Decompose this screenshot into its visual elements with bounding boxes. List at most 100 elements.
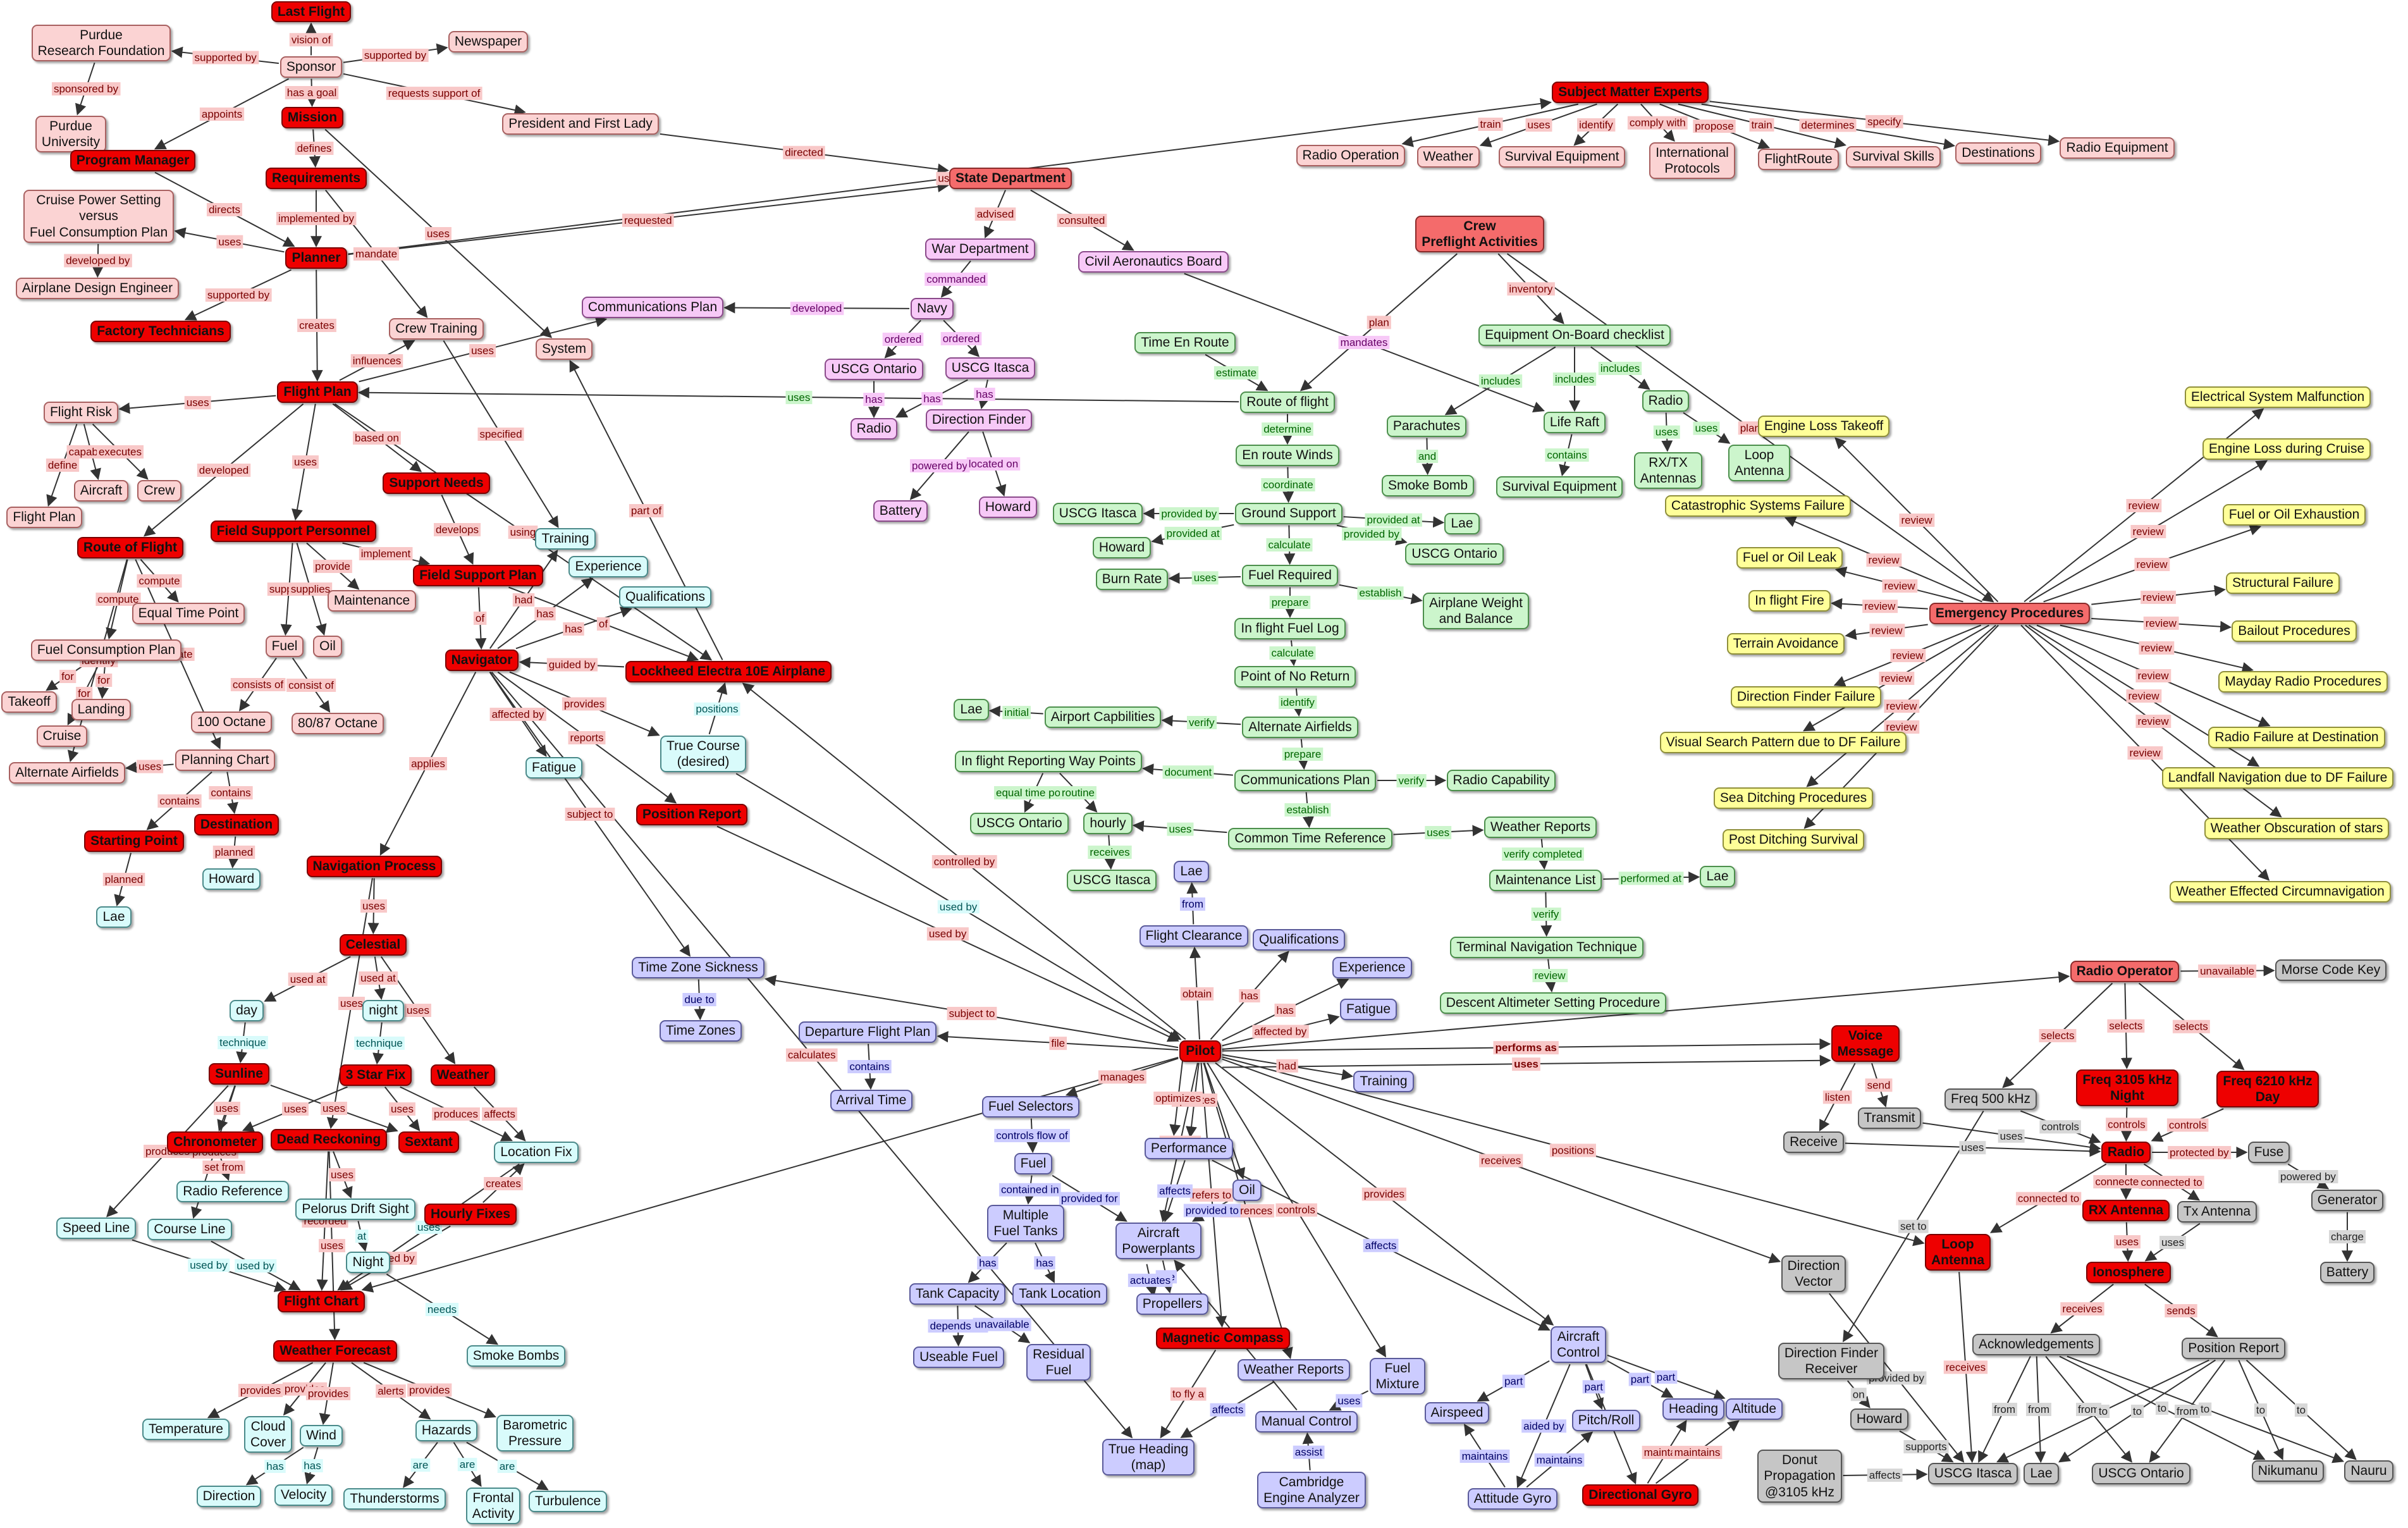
concept-node-lastflight[interactable]: Last Flight bbox=[271, 1, 352, 23]
concept-node-smokebombs2[interactable]: Smoke Bombs bbox=[466, 1345, 566, 1367]
concept-node-barometric[interactable]: Barometric Pressure bbox=[496, 1414, 574, 1452]
concept-node-navy[interactable]: Navy bbox=[911, 298, 954, 319]
concept-node-fueloilexh[interactable]: Fuel or Oil Exhaustion bbox=[2222, 504, 2366, 526]
concept-node-purdue_u[interactable]: Purdue University bbox=[35, 115, 107, 153]
concept-node-lae_l1[interactable]: Lae bbox=[1174, 861, 1209, 882]
concept-node-experience1[interactable]: Experience bbox=[568, 556, 648, 577]
concept-node-flightplan2[interactable]: Flight Plan bbox=[6, 507, 82, 528]
concept-node-depflight[interactable]: Departure Flight Plan bbox=[798, 1021, 937, 1043]
concept-node-crewpre[interactable]: Crew Preflight Activities bbox=[1415, 215, 1544, 253]
concept-node-posreport1[interactable]: Position Report bbox=[636, 804, 748, 825]
concept-node-ontario_g2[interactable]: USCG Ontario bbox=[970, 813, 1069, 834]
concept-node-hazards[interactable]: Hazards bbox=[415, 1420, 478, 1441]
concept-node-bailout[interactable]: Bailout Procedures bbox=[2232, 620, 2357, 642]
concept-node-purdue_rf[interactable]: Purdue Research Foundation bbox=[31, 24, 171, 62]
concept-node-sunline[interactable]: Sunline bbox=[209, 1063, 269, 1085]
concept-node-dfreceiver[interactable]: Direction Finder Receiver bbox=[1778, 1342, 1885, 1380]
concept-node-night1[interactable]: night bbox=[362, 1000, 404, 1021]
concept-node-tzsick[interactable]: Time Zone Sickness bbox=[632, 957, 765, 978]
concept-node-navproc[interactable]: Navigation Process bbox=[306, 856, 443, 877]
concept-node-descent[interactable]: Descent Altimeter Setting Procedure bbox=[1439, 992, 1667, 1014]
concept-node-progmgr[interactable]: Program Manager bbox=[70, 150, 196, 171]
concept-node-wind[interactable]: Wind bbox=[300, 1425, 343, 1446]
concept-node-aircraft1[interactable]: Aircraft bbox=[73, 480, 129, 502]
concept-node-flightchart[interactable]: Flight Chart bbox=[278, 1291, 365, 1312]
concept-node-itasca_g2[interactable]: USCG Itasca bbox=[1066, 870, 1157, 891]
concept-node-pnr[interactable]: Point of No Return bbox=[1234, 666, 1356, 687]
concept-node-startpoint[interactable]: Starting Point bbox=[84, 830, 184, 852]
concept-node-night2[interactable]: Night bbox=[346, 1252, 390, 1273]
concept-node-altfields_g[interactable]: Alternate Airfields bbox=[1242, 717, 1358, 738]
concept-node-training1[interactable]: Training bbox=[535, 528, 596, 550]
concept-node-lockheed[interactable]: Lockheed Electra 10E Airplane bbox=[625, 661, 832, 682]
concept-node-crewtraining[interactable]: Crew Training bbox=[389, 318, 484, 340]
concept-node-qualif_l[interactable]: Qualifications bbox=[1252, 929, 1346, 951]
concept-node-hourlyfix[interactable]: Hourly Fixes bbox=[424, 1204, 517, 1225]
concept-node-landing[interactable]: Landing bbox=[71, 699, 132, 720]
concept-node-wxobscure[interactable]: Weather Obscuration of stars bbox=[2204, 818, 2390, 839]
concept-node-radioop[interactable]: Radio Operator bbox=[2070, 961, 2180, 982]
concept-node-manualcontrol[interactable]: Manual Control bbox=[1255, 1411, 1358, 1432]
concept-node-ctr[interactable]: Common Time Reference bbox=[1228, 828, 1392, 849]
concept-node-freq6210[interactable]: Freq 6210 kHz Day bbox=[2216, 1070, 2319, 1108]
concept-node-fuelmixture[interactable]: Fuel Mixture bbox=[1369, 1357, 1426, 1395]
concept-node-awb[interactable]: Airplane Weight and Balance bbox=[1423, 592, 1529, 630]
concept-node-ade[interactable]: Airplane Design Engineer bbox=[15, 278, 180, 299]
concept-node-direction[interactable]: Direction bbox=[196, 1486, 262, 1507]
concept-node-routeflight_g[interactable]: Route of flight bbox=[1240, 391, 1335, 413]
concept-node-survequip_g[interactable]: Survival Equipment bbox=[1496, 476, 1623, 498]
concept-node-howard_v[interactable]: Howard bbox=[978, 496, 1038, 518]
concept-node-freq500[interactable]: Freq 500 kHz bbox=[1944, 1088, 2037, 1110]
concept-node-residualfuel[interactable]: Residual Fuel bbox=[1026, 1343, 1091, 1381]
concept-node-flightplan[interactable]: Flight Plan bbox=[277, 381, 358, 403]
concept-node-morse[interactable]: Morse Code Key bbox=[2275, 959, 2387, 981]
concept-node-dfinder_v[interactable]: Direction Finder bbox=[925, 409, 1033, 431]
concept-node-attgyro[interactable]: Attitude Gyro bbox=[1467, 1488, 1558, 1510]
concept-node-mission[interactable]: Mission bbox=[281, 107, 344, 128]
concept-node-itasca_v[interactable]: USCG Itasca bbox=[945, 357, 1036, 379]
concept-node-fsp_pers[interactable]: Field Support Personnel bbox=[210, 521, 377, 542]
concept-node-battery_gy[interactable]: Battery bbox=[2319, 1262, 2375, 1283]
concept-node-acpower[interactable]: Aircraft Powerplants bbox=[1115, 1222, 1201, 1260]
concept-node-weather_l[interactable]: Weather bbox=[430, 1064, 496, 1086]
concept-node-posreport_gy[interactable]: Position Report bbox=[2182, 1338, 2285, 1359]
concept-node-cloudcover[interactable]: Cloud Cover bbox=[243, 1415, 293, 1453]
concept-node-day[interactable]: day bbox=[230, 1000, 264, 1021]
concept-node-wxreports_g[interactable]: Weather Reports bbox=[1484, 816, 1597, 838]
concept-node-altfields1[interactable]: Alternate Airfields bbox=[9, 762, 125, 784]
concept-node-pilot[interactable]: Pilot bbox=[1179, 1040, 1221, 1062]
concept-node-ifreport[interactable]: In flight Reporting Way Points bbox=[955, 751, 1142, 772]
concept-node-maintenance1[interactable]: Maintenance bbox=[327, 590, 417, 612]
concept-node-timeroute[interactable]: Time En Route bbox=[1134, 332, 1236, 354]
concept-node-thunder[interactable]: Thunderstorms bbox=[343, 1488, 446, 1510]
concept-node-smokebombs_g[interactable]: Smoke Bomb bbox=[1381, 475, 1475, 496]
concept-node-planchart[interactable]: Planning Chart bbox=[175, 749, 276, 771]
concept-node-fuelselectors[interactable]: Fuel Selectors bbox=[981, 1096, 1080, 1118]
concept-node-battery_v[interactable]: Battery bbox=[873, 500, 928, 522]
concept-node-turbulence[interactable]: Turbulence bbox=[528, 1491, 608, 1512]
concept-node-propellers[interactable]: Propellers bbox=[1136, 1293, 1209, 1315]
concept-node-radioop_pk[interactable]: Radio Operation bbox=[1296, 145, 1406, 166]
concept-node-ontario_v[interactable]: USCG Ontario bbox=[825, 359, 923, 380]
concept-node-heading[interactable]: Heading bbox=[1662, 1398, 1725, 1420]
concept-node-requirements[interactable]: Requirements bbox=[265, 168, 367, 189]
concept-node-system[interactable]: System bbox=[535, 338, 593, 360]
concept-node-transmit[interactable]: Transmit bbox=[1857, 1107, 1922, 1129]
concept-node-flightrisk[interactable]: Flight Risk bbox=[43, 402, 119, 423]
concept-node-dirvector[interactable]: Direction Vector bbox=[1781, 1255, 1846, 1293]
concept-node-generator[interactable]: Generator bbox=[2311, 1190, 2384, 1211]
concept-node-nikumanu[interactable]: Nikumanu bbox=[2251, 1460, 2325, 1482]
concept-node-chrono[interactable]: Chronometer bbox=[167, 1131, 263, 1153]
concept-node-wxforecast[interactable]: Weather Forecast bbox=[273, 1340, 397, 1362]
concept-node-radiofaildest[interactable]: Radio Failure at Destination bbox=[2208, 727, 2385, 748]
concept-node-survskills[interactable]: Survival Skills bbox=[1846, 146, 1941, 168]
concept-node-locfix[interactable]: Location Fix bbox=[494, 1142, 579, 1163]
concept-node-enginelosstk[interactable]: Engine Loss Takeoff bbox=[1757, 416, 1890, 437]
concept-node-experience_l[interactable]: Experience bbox=[1332, 957, 1412, 978]
concept-node-emergency[interactable]: Emergency Procedures bbox=[1929, 603, 2091, 624]
concept-node-speedline[interactable]: Speed Line bbox=[56, 1217, 137, 1239]
concept-node-mayday[interactable]: Mayday Radio Procedures bbox=[2218, 671, 2388, 693]
concept-node-training_l[interactable]: Training bbox=[1353, 1071, 1414, 1092]
concept-node-eqcheck[interactable]: Equipment On-Board checklist bbox=[1478, 324, 1671, 346]
concept-node-radio_g[interactable]: Radio bbox=[1642, 390, 1690, 412]
